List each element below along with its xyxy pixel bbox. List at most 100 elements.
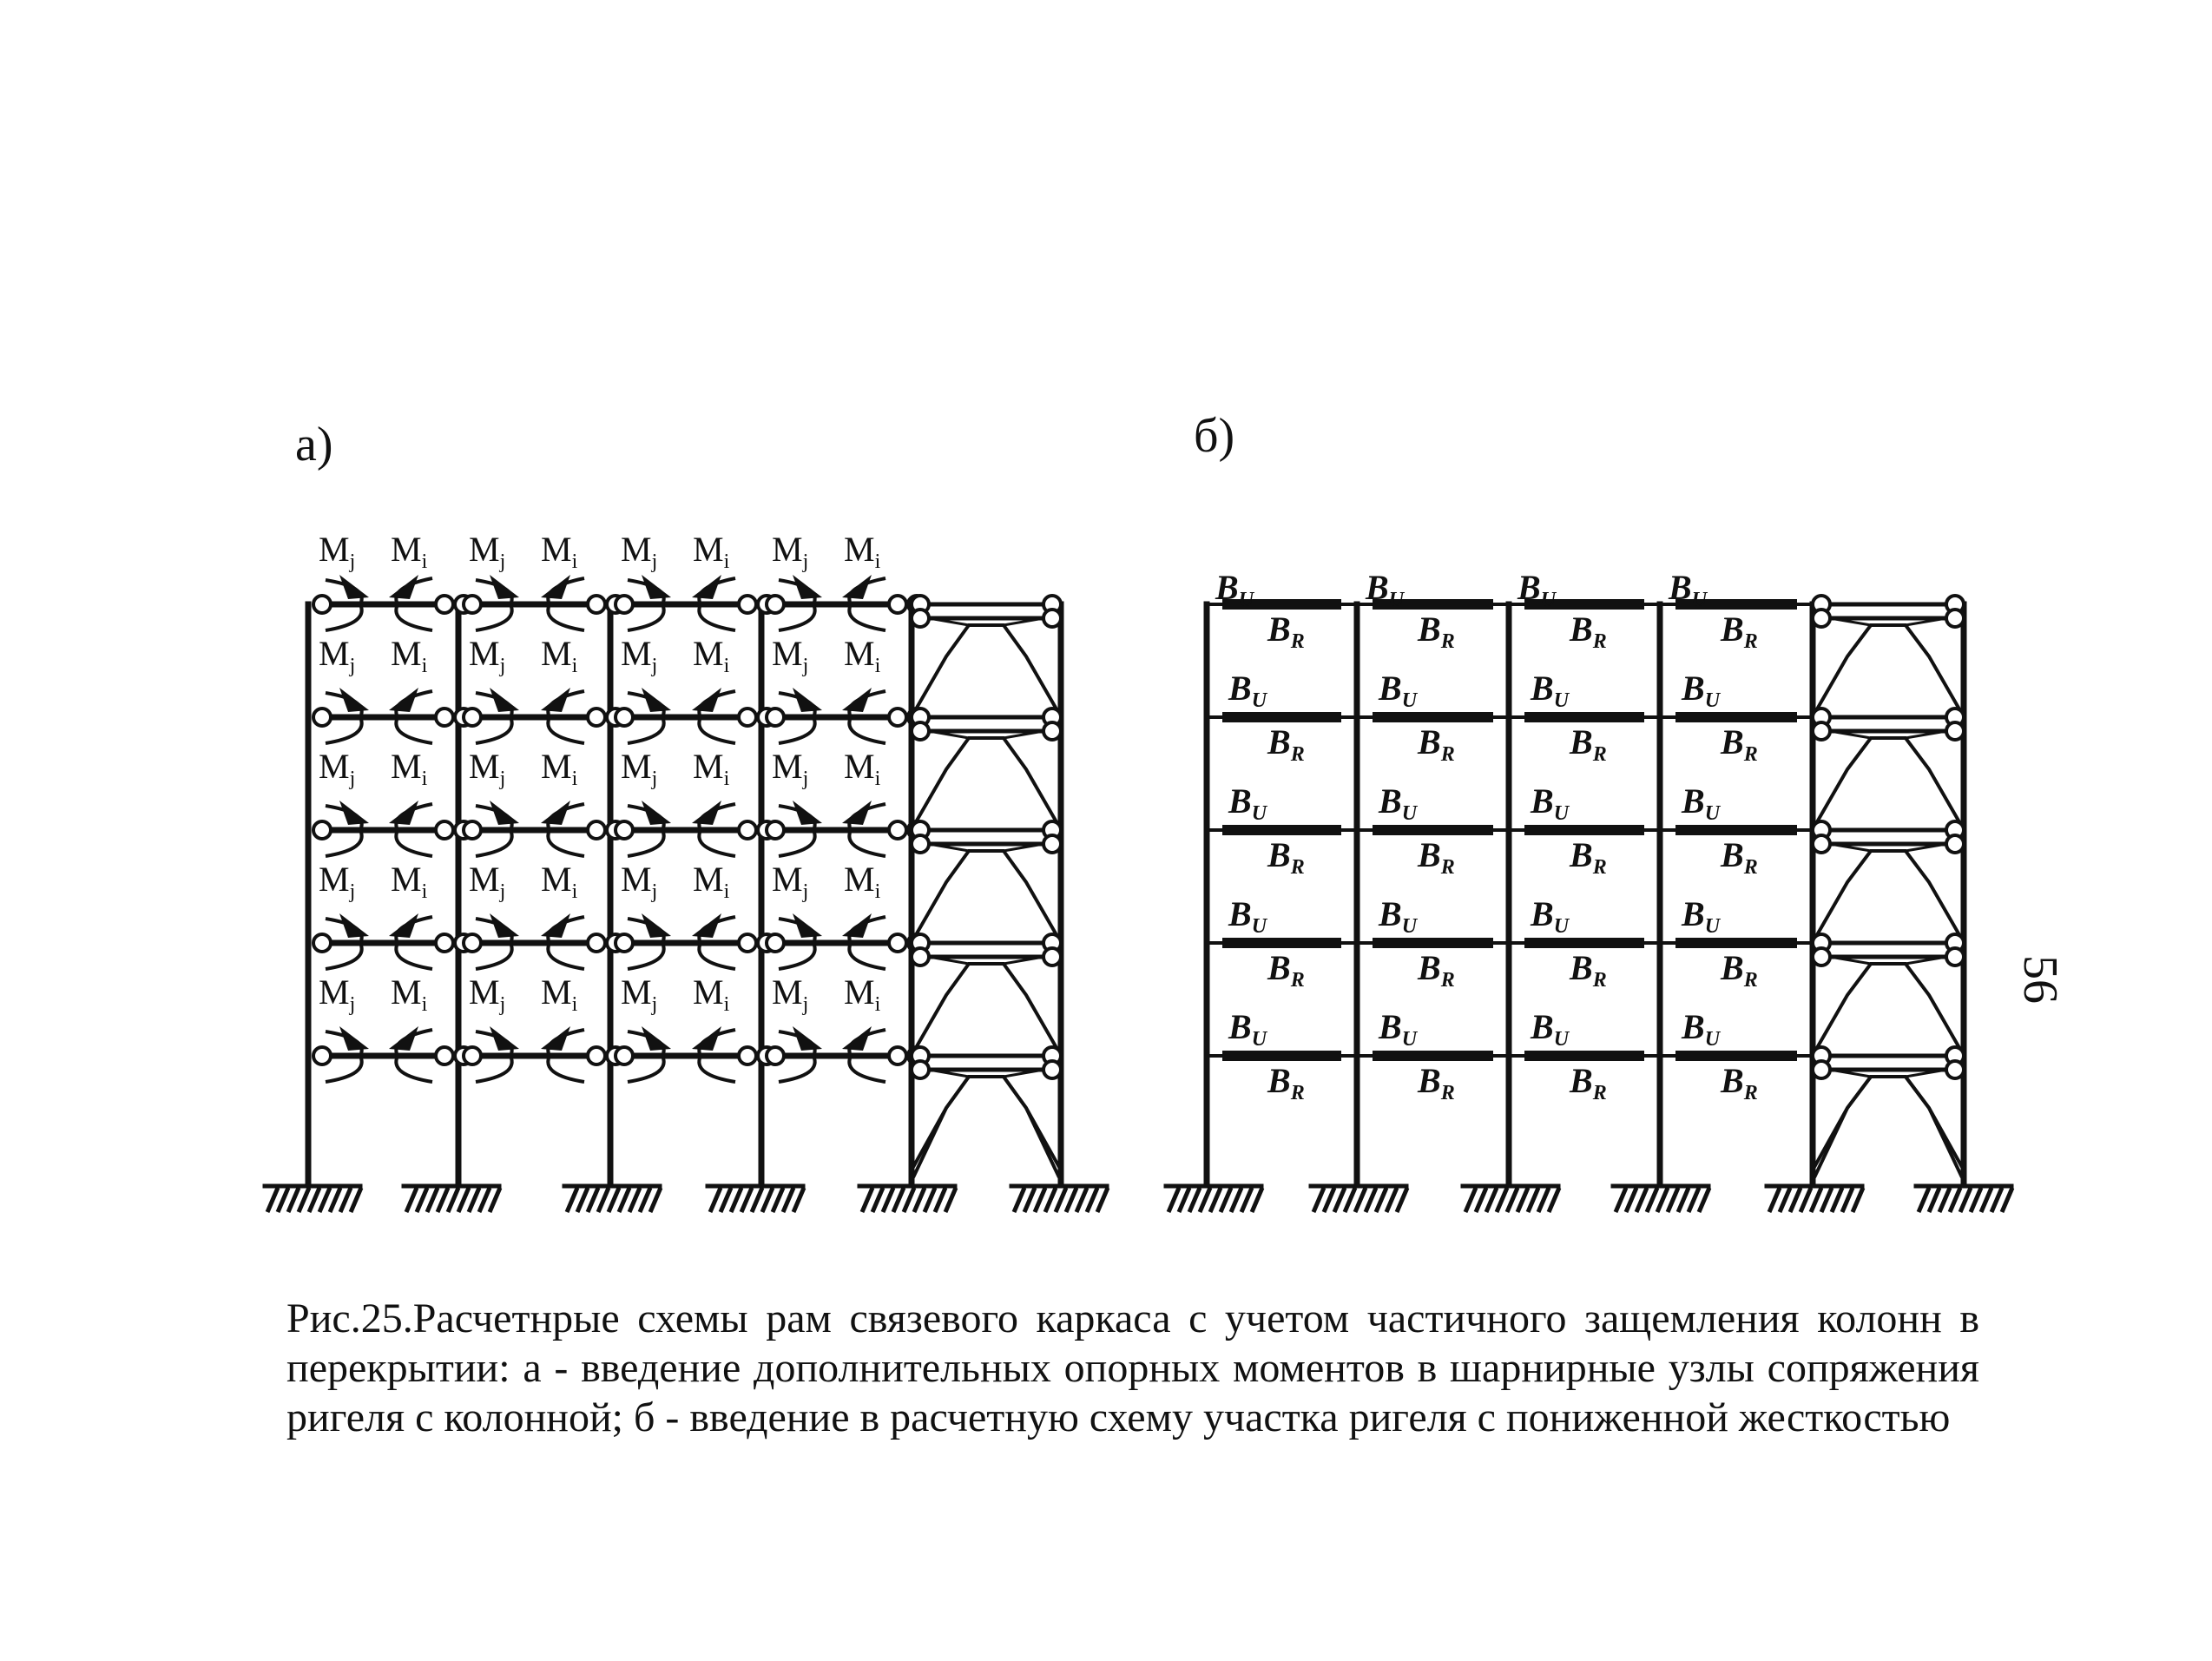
beam-label-br: BR: [1267, 610, 1305, 653]
hinge-node: [434, 594, 455, 615]
beam-label-br: BR: [1417, 610, 1455, 653]
bracing-truss: [1810, 594, 1966, 715]
moment-label-mj: Mj: [772, 747, 808, 790]
moment-arrowhead: [490, 913, 519, 938]
beam-label-br: BR: [1720, 835, 1758, 879]
moment-label-mj: Mj: [469, 530, 505, 573]
hinge-node: [765, 1045, 786, 1066]
moment-arrowhead: [793, 575, 822, 599]
panel-b-label: б): [1194, 409, 1234, 463]
bracing-truss: [1810, 933, 1966, 1053]
moment-arrowhead: [541, 688, 570, 712]
beam-label-bu: BU: [1517, 568, 1557, 611]
moment-arrowhead: [541, 801, 570, 825]
beam-label-bu: BU: [1378, 781, 1419, 825]
ground-support-2: [1308, 1183, 1410, 1213]
hinge-node: [462, 594, 483, 615]
beam-label-br: BR: [1417, 948, 1455, 992]
hinge-node: [1811, 834, 1832, 854]
hinge-node: [910, 946, 931, 967]
beam-label-br: BR: [1417, 722, 1455, 766]
moment-arrowhead: [692, 913, 721, 938]
moment-label-mj: Mj: [772, 530, 808, 573]
hinge-node: [737, 707, 758, 728]
moment-label-mi: Mi: [541, 530, 578, 573]
hinge-node: [614, 933, 635, 953]
hinge-node: [312, 820, 332, 840]
ground-support-1: [1163, 1183, 1265, 1213]
moment-arrowhead: [642, 575, 671, 599]
reduced-stiffness-segment: [1373, 938, 1493, 948]
moment-label-mi: Mi: [541, 634, 578, 677]
hinge-node: [910, 834, 931, 854]
moment-arrowhead: [389, 913, 418, 938]
bracing-truss: [1810, 1045, 1966, 1168]
beam-label-bu: BU: [1530, 894, 1570, 938]
bracing-truss: [1810, 820, 1966, 940]
reduced-stiffness-segment: [1373, 1051, 1493, 1061]
moment-label-mj: Mj: [319, 972, 355, 1016]
beam-label-br: BR: [1417, 1061, 1455, 1104]
hinge-node: [737, 1045, 758, 1066]
moment-label-mj: Mj: [319, 634, 355, 677]
hinge-node: [1945, 1059, 1965, 1080]
reduced-stiffness-segment: [1222, 1051, 1341, 1061]
ground-support-4: [705, 1183, 806, 1213]
beam-label-bu: BU: [1365, 568, 1406, 611]
bracing-truss: [909, 933, 1063, 1053]
moment-arrowhead: [339, 913, 369, 938]
hinge-node: [765, 707, 786, 728]
beam-label-br: BR: [1417, 835, 1455, 879]
moment-arrowhead: [389, 688, 418, 712]
beam-label-br: BR: [1569, 835, 1607, 879]
hinge-node: [887, 933, 908, 953]
moment-label-mj: Mj: [621, 860, 657, 903]
hinge-node: [1811, 608, 1832, 629]
reduced-stiffness-segment: [1524, 825, 1644, 835]
hinge-node: [462, 820, 483, 840]
moment-arrowhead: [793, 1026, 822, 1051]
hinge-node: [1945, 946, 1965, 967]
hinge-node: [614, 707, 635, 728]
moment-arrowhead: [692, 801, 721, 825]
page-number: 56: [2013, 955, 2067, 1004]
hinge-node: [462, 1045, 483, 1066]
moment-label-mi: Mi: [844, 634, 881, 677]
beam-label-bu: BU: [1228, 669, 1268, 712]
moment-arrowhead: [490, 688, 519, 712]
beam-label-bu: BU: [1530, 1007, 1570, 1051]
hinge-node: [1042, 1059, 1063, 1080]
hinge-node: [765, 933, 786, 953]
moment-arrowhead: [490, 1026, 519, 1051]
beam-label-bu: BU: [1378, 1007, 1419, 1051]
hinge-node: [887, 707, 908, 728]
hinge-node: [1042, 721, 1063, 742]
moment-label-mj: Mj: [772, 972, 808, 1016]
moment-arrowhead: [842, 913, 872, 938]
reduced-stiffness-segment: [1675, 938, 1797, 948]
bracing-truss: [909, 707, 1063, 827]
moment-arrowhead: [541, 575, 570, 599]
reduced-stiffness-segment: [1524, 712, 1644, 722]
beam-label-bu: BU: [1530, 669, 1570, 712]
reduced-stiffness-segment: [1373, 825, 1493, 835]
hinge-node: [434, 1045, 455, 1066]
moment-arrowhead: [793, 688, 822, 712]
hinge-node: [586, 933, 607, 953]
hinge-node: [765, 820, 786, 840]
hinge-node: [887, 1045, 908, 1066]
moment-label-mj: Mj: [772, 860, 808, 903]
beam-label-bu: BU: [1668, 568, 1708, 611]
moment-arrowhead: [389, 1026, 418, 1051]
moment-arrowhead: [389, 801, 418, 825]
moment-label-mi: Mi: [541, 972, 578, 1016]
panel-b-frame: BUBRBUBRBUBRBUBRBUBRBUBRBUBRBUBRBUBRBUBR…: [1163, 568, 2015, 1213]
hinge-node: [1811, 721, 1832, 742]
hinge-node: [1042, 608, 1063, 629]
hinge-node: [737, 594, 758, 615]
hinge-node: [887, 594, 908, 615]
hinge-node: [434, 933, 455, 953]
hinge-node: [765, 594, 786, 615]
moment-arrowhead: [793, 913, 822, 938]
moment-label-mj: Mj: [772, 634, 808, 677]
